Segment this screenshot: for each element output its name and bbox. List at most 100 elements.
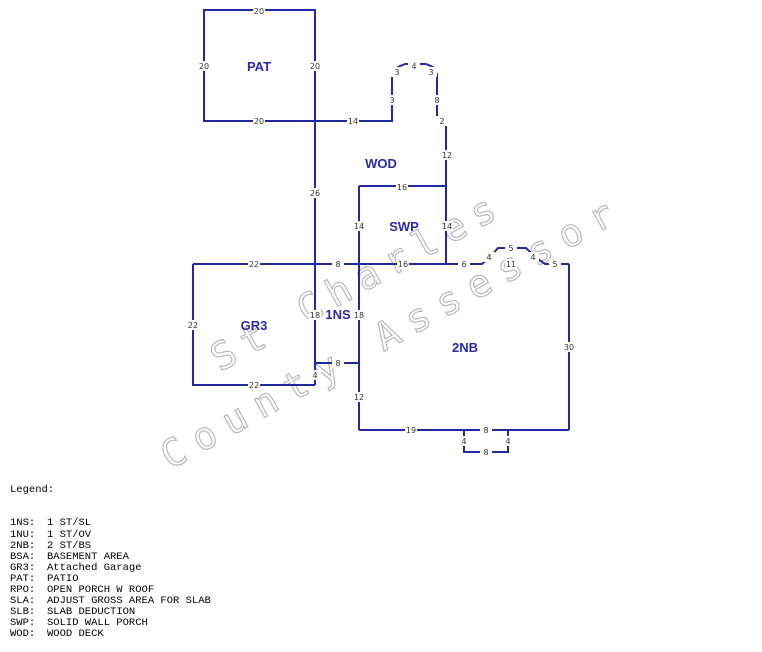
dimension-label-bg	[480, 447, 492, 457]
dimension-value: 22	[249, 260, 259, 269]
dimension-label-bg	[253, 116, 265, 126]
dimension-label: 26	[309, 188, 321, 198]
dimension-value: 30	[564, 343, 574, 352]
dimension-label-bg	[431, 95, 443, 105]
dimension-label: 2	[436, 116, 448, 126]
legend-item: SLB:SLAB DEDUCTION	[10, 607, 211, 618]
dimension-label: 3	[391, 67, 403, 77]
dimension-value: 3	[389, 96, 394, 105]
legend-item: SWP:SOLID WALL PORCH	[10, 618, 211, 629]
legend-description: 1 ST/OV	[47, 528, 92, 541]
dimension-label-bg	[483, 252, 495, 262]
dimension-label-bg	[353, 392, 365, 402]
dimension-label-bg	[458, 259, 470, 269]
dimension-label-bg	[187, 320, 199, 330]
dimension-value: 6	[461, 260, 466, 269]
dimension-label-bg	[353, 221, 365, 231]
dimension-label: 18	[353, 310, 365, 320]
legend-item: WOD:WOOD DECK	[10, 629, 211, 640]
dimension-value: 8	[483, 426, 488, 435]
legend-item: RPO: OPEN PORCH W ROOF	[10, 584, 211, 597]
area-label-gr3: GR3	[241, 318, 268, 333]
dimension-label-bg	[248, 380, 260, 390]
dimension-label: 22	[248, 380, 260, 390]
dimension-value: 2	[439, 117, 444, 126]
legend-code: BSA:	[10, 550, 36, 563]
dimension-value: 14	[442, 222, 452, 231]
dimension-label-bg	[480, 425, 492, 435]
dimension-label-bg	[436, 116, 448, 126]
dimension-value: 16	[397, 183, 407, 192]
dimension-label-bg	[408, 61, 420, 71]
legend-title: Legend:	[10, 484, 55, 497]
dimension-label: 8	[332, 259, 344, 269]
dimension-value: 12	[354, 393, 364, 402]
legend-description: ADJUST GROSS AREA FOR SLAB	[47, 595, 211, 608]
area-label-1ns: 1NS	[325, 307, 351, 322]
dimension-value: 19	[406, 426, 416, 435]
dimension-value: 4	[312, 371, 317, 380]
legend-item: SLA:ADJUST GROSS AREA FOR SLAB	[10, 596, 211, 607]
gr3-outline	[192, 264, 315, 386]
dimension-label: 19	[405, 425, 417, 435]
legend-description: Attached Garage	[47, 561, 142, 574]
legend-code: PAT:	[10, 572, 36, 585]
dimension-label: 20	[253, 6, 265, 16]
legend-code: SWP:	[10, 617, 36, 630]
dimension-value: 5	[508, 244, 513, 253]
dimension-label: 20	[309, 61, 321, 71]
dimension-label: 5	[505, 243, 517, 253]
dimension-value: 8	[335, 359, 340, 368]
area-label-2nb: 2NB	[452, 340, 478, 355]
dimension-value: 12	[442, 151, 452, 160]
dimension-label: 5	[549, 259, 561, 269]
dimension-label-bg	[441, 150, 453, 160]
dimension-label-bg	[198, 61, 210, 71]
legend-description: OPEN PORCH W ROOF	[47, 584, 155, 597]
dimension-label: 12	[353, 392, 365, 402]
dimension-label: 22	[248, 259, 260, 269]
dimension-value: 20	[254, 7, 264, 16]
dimension-label: 30	[563, 342, 575, 352]
dimension-value: 18	[354, 311, 364, 320]
area-label-wod: WOD	[365, 156, 397, 171]
dimension-label: 8	[332, 358, 344, 368]
dimension-value: 14	[354, 222, 364, 231]
dimension-label: 4	[527, 252, 539, 262]
dimension-value: 8	[434, 96, 439, 105]
legend-description: BASEMENT AREA	[47, 550, 129, 563]
dimension-label: 14	[347, 116, 359, 126]
dimension-label-bg	[549, 259, 561, 269]
area-labels: PAT WOD SWP GR3 1NS 2NB	[241, 59, 478, 355]
dimension-value: 4	[505, 437, 510, 446]
dimension-value: 3	[428, 68, 433, 77]
dimension-value: 18	[310, 311, 320, 320]
dimension-label-bg	[502, 436, 514, 446]
legend-code: RPO:	[10, 584, 36, 597]
dimension-value: 8	[483, 448, 488, 457]
dimension-label-bg	[391, 67, 403, 77]
legend-description: 2 ST/BS	[47, 539, 92, 552]
dimension-label: 16	[396, 182, 408, 192]
dimension-label: 4	[458, 436, 470, 446]
dimension-label-bg	[458, 436, 470, 446]
dimension-label: 8	[480, 447, 492, 457]
dimension-label-bg	[253, 6, 265, 16]
dimension-label: 3	[425, 67, 437, 77]
area-label-swp: SWP	[389, 219, 419, 234]
legend-code: WOD:	[10, 628, 36, 641]
dimension-label-bg	[386, 95, 398, 105]
legend-item: 1NU:1 ST/OV	[10, 528, 211, 541]
dimension-label-bg	[309, 370, 321, 380]
dimension-value: 20	[254, 117, 264, 126]
dimension-label: 4	[502, 436, 514, 446]
dimension-label-bg	[248, 259, 260, 269]
dimension-value: 20	[310, 62, 320, 71]
legend-description: PATIO	[47, 572, 79, 585]
dimension-value: 8	[335, 260, 340, 269]
dimension-label-bg	[505, 243, 517, 253]
